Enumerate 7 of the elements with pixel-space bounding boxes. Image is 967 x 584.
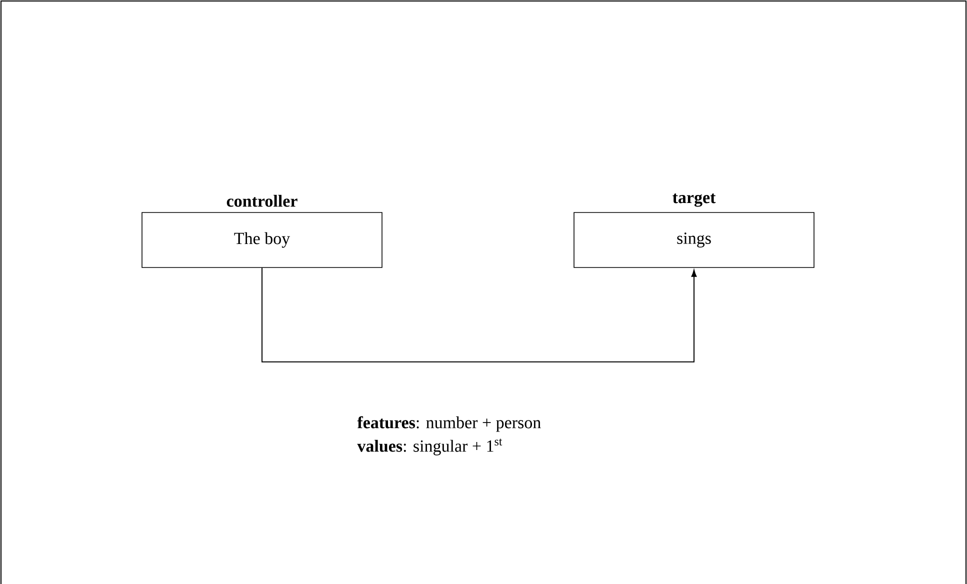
connector-arrow <box>262 267 697 362</box>
box-heading: target <box>672 193 716 207</box>
note-text: values: singular + 1$^{st}$ <box>357 438 502 456</box>
text-box: sings <box>574 212 814 268</box>
note-text: features: number + person <box>357 416 541 432</box>
text-box: The boy <box>142 212 382 268</box>
box-heading: controller <box>226 194 298 207</box>
